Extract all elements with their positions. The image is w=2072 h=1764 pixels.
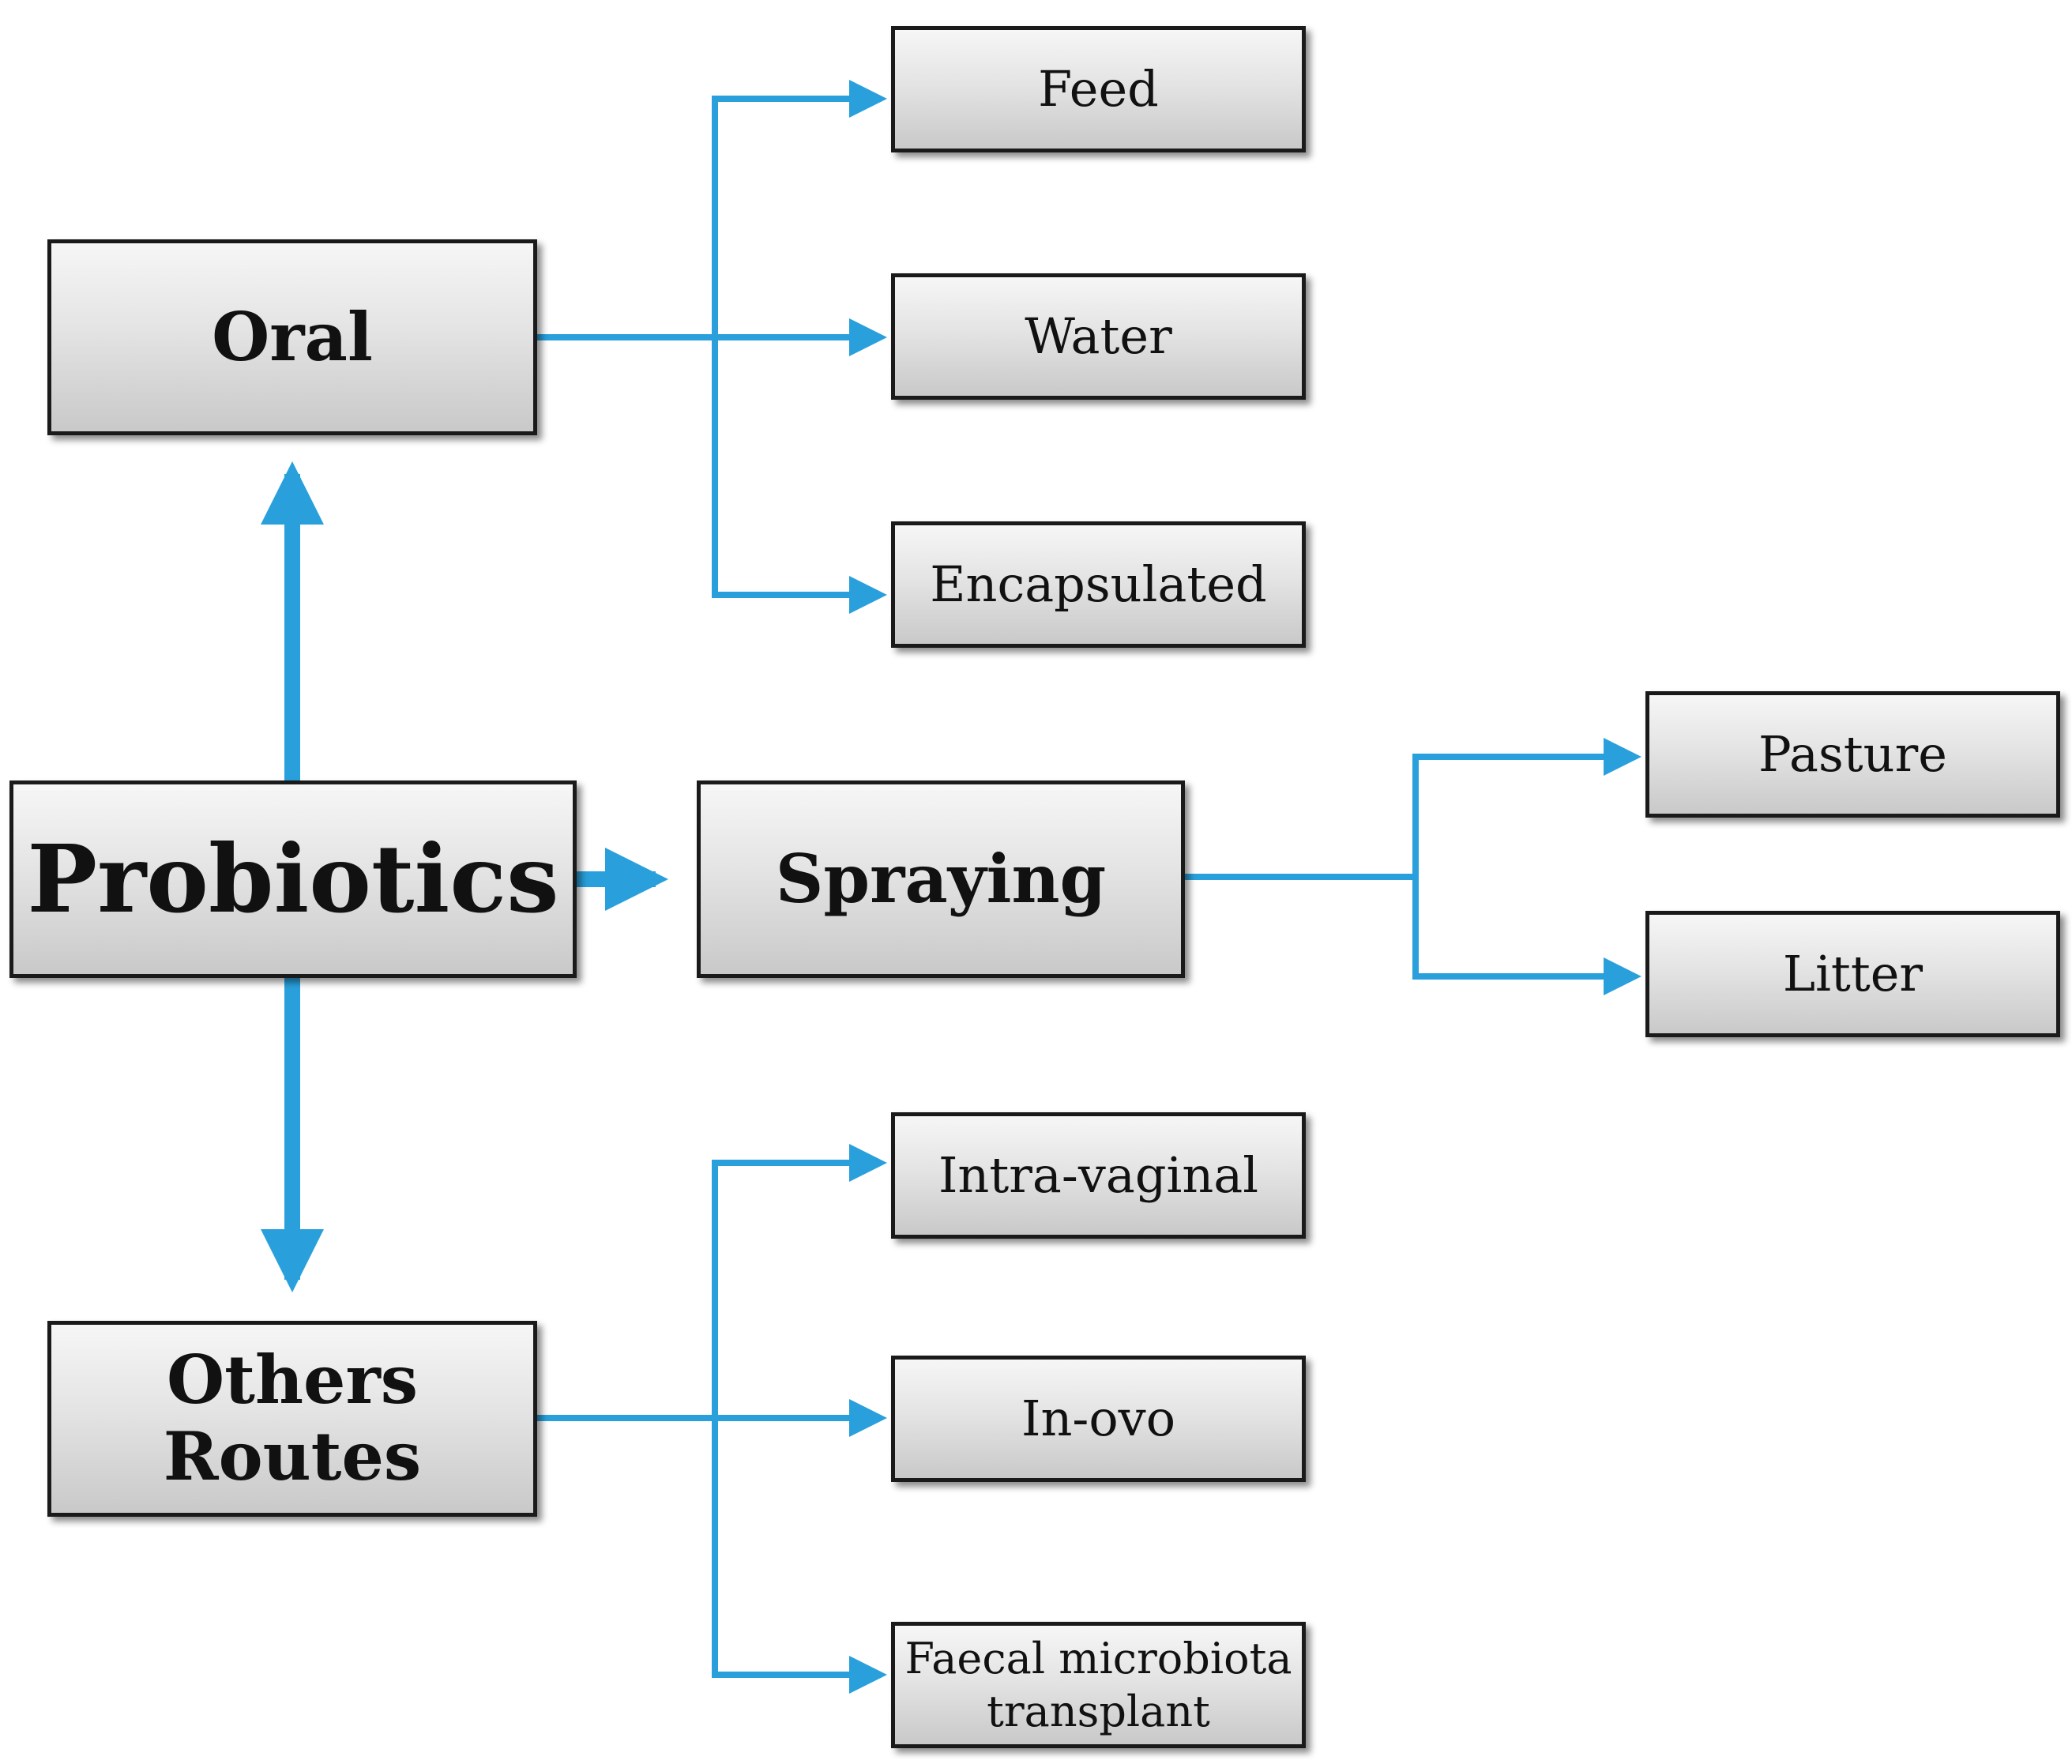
node-encapsulated-label: Encapsulated	[930, 555, 1267, 614]
node-water: Water	[891, 273, 1306, 400]
node-probiotics: Probiotics	[9, 780, 577, 978]
node-encapsulated: Encapsulated	[891, 521, 1306, 648]
node-water-label: Water	[1025, 307, 1172, 366]
node-spraying-label: Spraying	[775, 839, 1107, 918]
node-pasture-label: Pasture	[1758, 725, 1947, 784]
node-probiotics-label: Probiotics	[27, 824, 559, 935]
node-faecal-microbiota-transplant: Faecal microbiota transplant	[891, 1622, 1306, 1748]
node-litter: Litter	[1645, 911, 2060, 1037]
node-spraying: Spraying	[697, 780, 1185, 978]
node-pasture: Pasture	[1645, 691, 2060, 818]
node-in-ovo-label: In-ovo	[1021, 1390, 1176, 1448]
node-oral: Oral	[47, 239, 537, 435]
node-feed-label: Feed	[1038, 60, 1159, 118]
node-feed: Feed	[891, 26, 1306, 152]
node-intra-vaginal: Intra-vaginal	[891, 1112, 1306, 1239]
node-oral-label: Oral	[212, 297, 373, 376]
node-in-ovo: In-ovo	[891, 1356, 1306, 1482]
node-others-routes-label: Others Routes	[163, 1341, 422, 1495]
node-intra-vaginal-label: Intra-vaginal	[938, 1146, 1259, 1205]
node-faecal-label: Faecal microbiota transplant	[904, 1633, 1292, 1737]
node-others-routes: Others Routes	[47, 1321, 537, 1517]
node-litter-label: Litter	[1782, 945, 1923, 1003]
